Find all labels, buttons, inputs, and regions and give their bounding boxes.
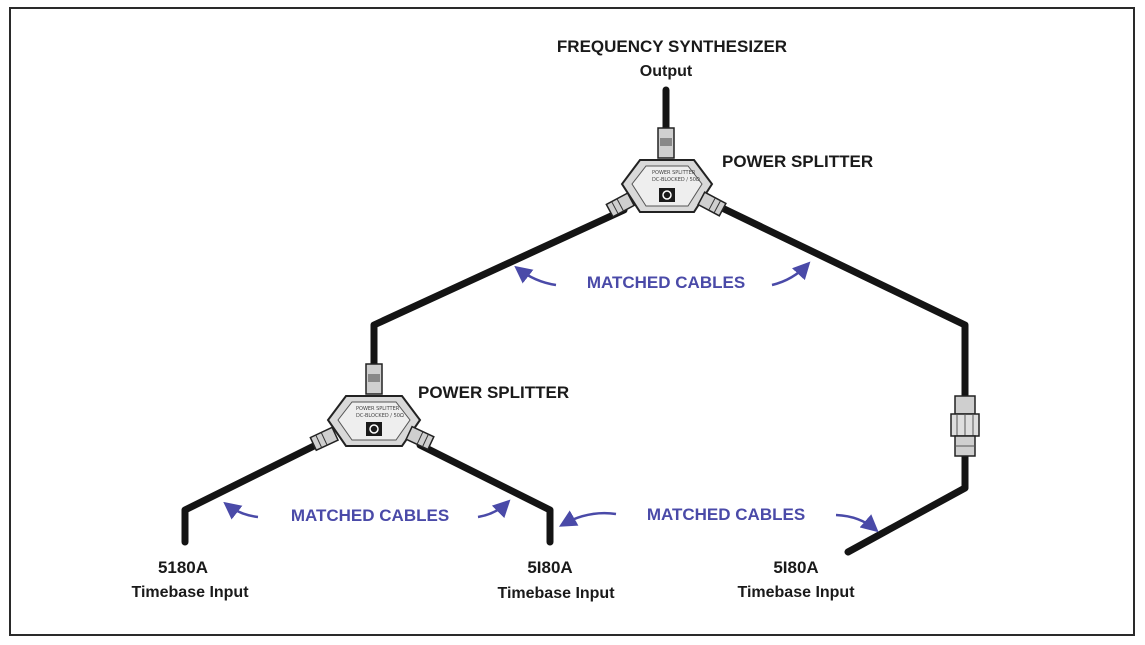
arrow-matched-right-right: [835, 513, 879, 533]
synthesizer-title: FREQUENCY SYNTHESIZER: [557, 37, 787, 56]
power-splitter-top-label: POWER SPLITTER: [722, 152, 873, 171]
input1-model-label: 5180A: [158, 558, 208, 577]
matched-cables-right-label: MATCHED CABLES: [647, 505, 805, 524]
arrow-matched-top-left: [514, 265, 557, 287]
matched-cables-top-label: MATCHED CABLES: [587, 273, 745, 292]
matched-cable-top-left: [370, 206, 628, 372]
arrow-matched-right-left: [558, 510, 617, 527]
synthesizer-output-label: Output: [640, 63, 693, 80]
input2-model-label: 5I80A: [527, 558, 572, 577]
arrow-matched-left-right: [477, 499, 511, 519]
arrow-matched-left-left: [223, 501, 259, 520]
adapter-cable-segment: [844, 451, 969, 556]
diagram-frame: [9, 7, 1135, 636]
inline-adapter-icon: [950, 395, 980, 457]
matched-cables-left-label: MATCHED CABLES: [291, 506, 449, 525]
power-splitter-mid-icon: POWER SPLITTER DC-BLOCKED / 50Ω: [309, 363, 435, 452]
input1-desc-label: Timebase Input: [131, 584, 249, 601]
matched-cable-left-1: [181, 438, 326, 546]
input3-model-label: 5I80A: [773, 558, 818, 577]
splitter-mid-plate-line2: DC-BLOCKED / 50Ω: [356, 413, 404, 419]
matched-cable-left-2: [416, 441, 554, 546]
power-splitter-mid-label: POWER SPLITTER: [418, 383, 569, 402]
arrow-matched-top-right: [771, 261, 811, 287]
matched-cable-top-right: [714, 202, 969, 402]
input3-desc-label: Timebase Input: [737, 584, 855, 601]
splitter-top-plate-line1: POWER SPLITTER: [652, 170, 696, 176]
splitter-top-plate-line2: DC-BLOCKED / 50Ω: [652, 177, 700, 183]
splitter-mid-plate-line1: POWER SPLITTER: [356, 406, 400, 412]
input2-desc-label: Timebase Input: [497, 585, 615, 602]
power-splitter-top-icon: POWER SPLITTER DC-BLOCKED / 50Ω: [605, 127, 727, 218]
